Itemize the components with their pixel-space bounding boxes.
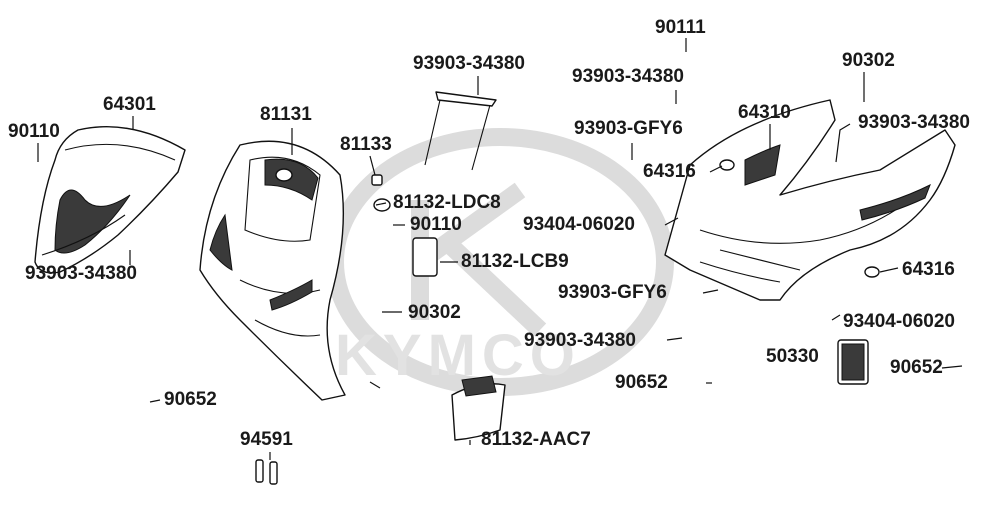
label-81132-LCB9: 81132-LCB9 (461, 251, 569, 272)
label-64316: 64316 (643, 161, 696, 182)
label-81131: 81131 (260, 104, 312, 125)
leader-lines (37, 38, 963, 460)
label-93903-34380: 93903-34380 (524, 330, 636, 351)
front-top-cover-64301 (34, 126, 186, 274)
label-81132-AAC7: 81132-AAC7 (481, 429, 591, 450)
label-93903-34380: 93903-34380 (572, 66, 684, 87)
watermark-text: KYMCO (335, 323, 581, 388)
label-93903-GFY6: 93903-GFY6 (574, 118, 683, 139)
label-64310: 64310 (738, 102, 791, 123)
label-64316: 64316 (902, 259, 955, 280)
label-93903-GFY6: 93903-GFY6 (558, 282, 667, 303)
label-90652: 90652 (164, 389, 217, 410)
label-90110: 90110 (410, 214, 462, 235)
label-50330: 50330 (766, 346, 819, 367)
front-shield-81131 (199, 140, 381, 401)
label-90111: 90111 (655, 17, 706, 38)
label-81133: 81133 (340, 134, 392, 155)
label-93903-34380: 93903-34380 (413, 53, 525, 74)
label-90652: 90652 (615, 372, 668, 393)
part-labels: 90111 93903-34380 90302 93903-34380 6430… (8, 17, 970, 450)
label-93404-06020: 93404-06020 (843, 311, 955, 332)
label-94591: 94591 (240, 429, 293, 450)
label-90302: 90302 (842, 50, 895, 71)
label-90110: 90110 (8, 121, 60, 142)
floor-panel-64310 (664, 99, 956, 301)
hardware (255, 91, 880, 485)
label-90652: 90652 (890, 357, 943, 378)
label-93404-06020: 93404-06020 (523, 214, 635, 235)
label-64301: 64301 (103, 94, 156, 115)
label-81132-LDC8: 81132-LDC8 (393, 192, 501, 213)
label-90302: 90302 (408, 302, 461, 323)
label-93903-34380: 93903-34380 (25, 263, 137, 284)
label-93903-34380: 93903-34380 (858, 112, 970, 133)
